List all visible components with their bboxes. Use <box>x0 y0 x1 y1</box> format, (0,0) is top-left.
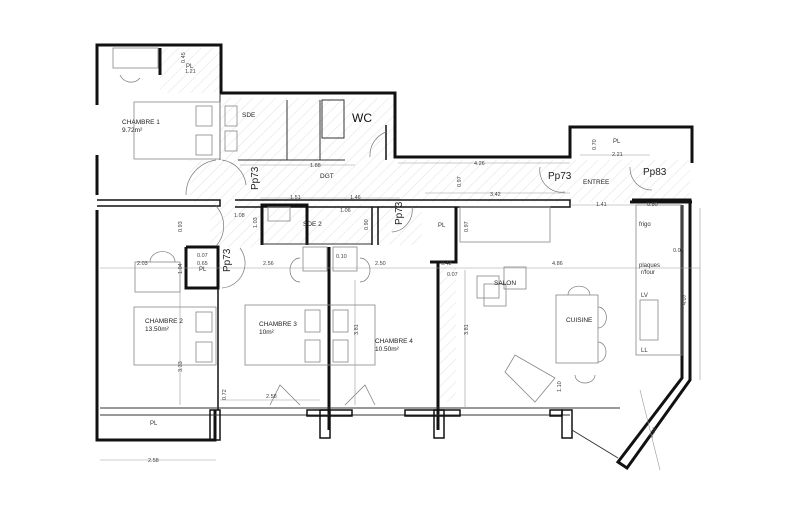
dim-label: 3.81 <box>464 324 470 335</box>
dim-label: 4.26 <box>474 161 485 167</box>
dim-label: 1.03 <box>253 217 259 228</box>
fridge-label: frigo <box>639 222 651 228</box>
dim-label: 4.07 <box>682 294 688 305</box>
door-label: Pp73 <box>548 171 572 182</box>
dim-label: 2.14 <box>648 427 658 439</box>
exterior-walls <box>95 43 694 471</box>
interior-partitions <box>100 48 620 459</box>
dim-label: 2.58 <box>266 394 277 400</box>
dim-label: 4.86 <box>552 261 563 267</box>
dim-label: 1.51 <box>290 195 301 201</box>
hob-label: plaques <box>639 263 660 269</box>
room-entree: ENTREE <box>583 179 610 186</box>
dim-label: 1.04 <box>178 263 184 274</box>
furniture <box>112 47 683 403</box>
closet-label: PL <box>613 139 621 145</box>
dim-label: 1.46 <box>350 195 361 201</box>
room-chambre-1-name: CHAMBRE 1 <box>122 119 160 126</box>
room-chambre-2-name: CHAMBRE 2 <box>145 318 183 325</box>
dim-label: 0.93 <box>178 221 184 232</box>
door-swings <box>185 131 653 406</box>
oven-label: r/four <box>641 270 655 276</box>
dim-label: 1.06 <box>340 208 351 214</box>
dim-label: 0.97 <box>457 176 463 187</box>
dishwasher-label: LV <box>641 293 648 299</box>
room-chambre-4-area: 10.50m² <box>375 346 400 353</box>
room-chambre-2-area: 13.50m² <box>145 326 170 333</box>
dim-label: 1.10 <box>557 381 563 392</box>
dim-label: 1.88 <box>310 163 321 169</box>
room-chambre-4-name: CHAMBRE 4 <box>375 338 413 345</box>
dim-label: 0.42 <box>441 261 452 267</box>
door-labels: Pp73 Pp73 Pp73 Pp73 Pp83 <box>222 166 667 272</box>
dim-label: 0.97 <box>464 221 470 232</box>
room-sde-2: SDE 2 <box>303 221 322 228</box>
washer-label: LL <box>641 348 648 354</box>
door-label: Pp73 <box>394 201 405 225</box>
closet-label: PL <box>150 421 158 427</box>
door-label: Pp73 <box>250 166 261 190</box>
closet-label: PL <box>438 223 446 229</box>
room-chambre-3-name: CHAMBRE 3 <box>259 321 297 328</box>
room-chambre-1-area: 9.72m² <box>122 127 143 134</box>
dim-label: 1.21 <box>185 69 196 75</box>
room-salon: SALON <box>494 280 516 287</box>
dimension-lines <box>100 154 701 471</box>
kitchen-fixtures: frigo plaques r/four LV LL <box>639 222 660 354</box>
closet-labels: PL PL PL PL PL <box>150 64 621 427</box>
room-chambre-3-area: 10m² <box>259 329 275 336</box>
dim-label: 0.45 <box>181 52 187 63</box>
room-wc: WC <box>352 111 372 125</box>
dim-label: 0.07 <box>447 272 458 278</box>
door-label: Pp73 <box>222 248 233 272</box>
closet-label: PL <box>199 267 207 273</box>
dim-label: 2.58 <box>148 458 159 464</box>
dim-label: 2.21 <box>612 152 623 158</box>
dim-label: 1.41 <box>596 202 607 208</box>
dim-label: 0.07 <box>197 253 208 259</box>
dim-label: 0.10 <box>336 254 347 260</box>
room-cuisine: CUISINE <box>566 317 593 324</box>
room-sde: SDE <box>242 112 256 119</box>
door-label: Pp83 <box>643 167 667 178</box>
dim-label: 3.81 <box>354 324 360 335</box>
hatched-areas <box>160 48 690 402</box>
dim-label: 3.33 <box>178 361 184 372</box>
room-labels: CHAMBRE 1 9.72m² CHAMBRE 2 13.50m² CHAMB… <box>122 111 610 353</box>
dim-label: 0.70 <box>592 139 598 150</box>
dim-label: 0.80 <box>647 202 658 208</box>
closet-label: PL <box>186 64 194 70</box>
dim-label: 0.65 <box>197 261 208 267</box>
dim-label: 2.03 <box>137 261 148 267</box>
dim-label: 0.90 <box>364 219 370 230</box>
dimension-labels: 1.21 0.45 1.88 1.51 1.46 4.26 0.97 3.42 … <box>137 52 688 464</box>
dim-label: 0.72 <box>222 389 228 400</box>
dim-label: 2.50 <box>375 261 386 267</box>
dim-label: 1.08 <box>234 213 245 219</box>
dim-label: 3.42 <box>490 192 501 198</box>
room-dgt: DGT <box>320 173 334 180</box>
dim-label: 0.07 <box>673 248 684 254</box>
dim-label: 2.56 <box>263 261 274 267</box>
